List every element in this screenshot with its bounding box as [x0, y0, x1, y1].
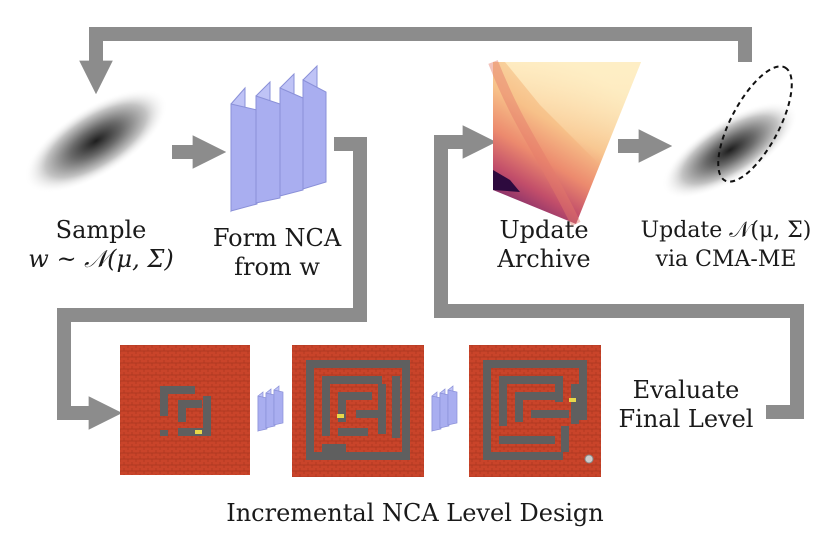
level-3: [469, 345, 601, 477]
nca-small-2: [431, 385, 458, 432]
sample-label-line2: w ~ 𝒩(μ, Σ): [28, 245, 174, 273]
nca-to-levels-arrow: [57, 137, 367, 430]
evaluate-label-line1: Evaluate: [632, 376, 740, 404]
goal-icon: [584, 454, 594, 464]
sample-label: Sample w ~ 𝒩(μ, Σ): [20, 216, 182, 274]
update-archive-label: Update Archive: [474, 216, 614, 274]
evaluate-label-line2: Final Level: [618, 405, 754, 433]
archive-heatmap-icon: [488, 60, 641, 227]
key-icon: [195, 430, 202, 434]
update-dist-label: Update 𝒩(μ, Σ) via CMA-ME: [626, 216, 826, 274]
gaussian-blob-icon: [24, 88, 168, 194]
update-dist-label-line2: via CMA-ME: [655, 247, 797, 272]
form-nca-label: Form NCA from w: [194, 224, 360, 282]
updated-distribution-icon: [661, 65, 799, 199]
key-icon: [337, 414, 344, 418]
update-archive-label-line2: Archive: [497, 245, 591, 273]
update-archive-label-line1: Update: [499, 216, 589, 244]
nca-layers-icon: [230, 64, 327, 213]
update-dist-label-line1: Update 𝒩(μ, Σ): [640, 218, 812, 243]
key-icon: [569, 398, 576, 402]
sample-label-line1: Sample: [55, 216, 147, 244]
evaluate-to-archive-arrow: [434, 125, 804, 419]
level-1: [120, 345, 250, 475]
flow-arrows: [57, 27, 804, 430]
form-nca-label-line2: from w: [234, 253, 320, 281]
nca-small-1: [257, 385, 284, 432]
form-nca-label-line1: Form NCA: [212, 224, 342, 252]
caption: Incremental NCA Level Design: [226, 499, 604, 527]
top-return-arrow: [79, 27, 752, 95]
ellipse-outline-icon: [717, 65, 793, 183]
level-2: [292, 345, 424, 477]
evaluate-label: Evaluate Final Level: [610, 376, 762, 434]
